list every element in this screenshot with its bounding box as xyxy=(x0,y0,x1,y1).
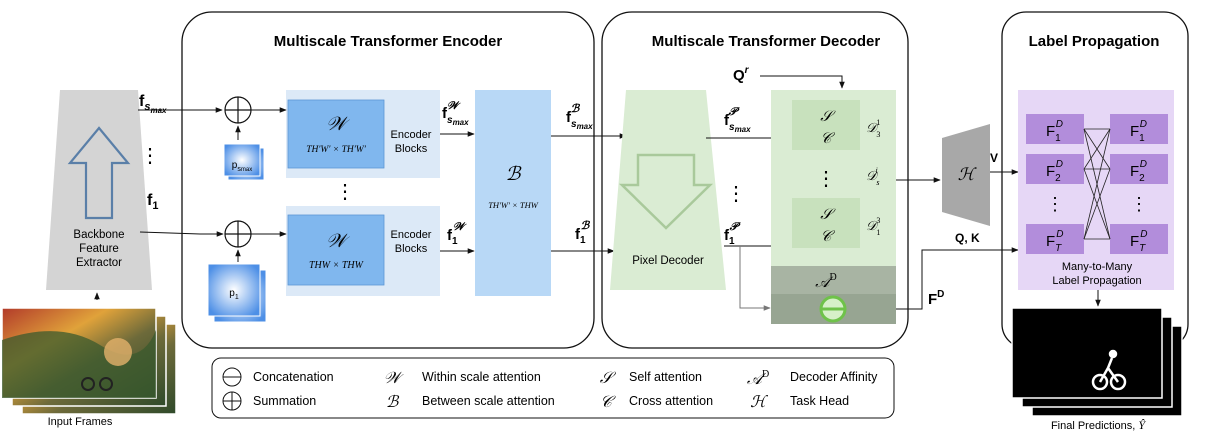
backbone-out-bottom: f1 xyxy=(147,192,158,212)
many-to-many-links xyxy=(1083,128,1111,240)
prop-right-node-1: F1D xyxy=(1110,114,1168,144)
legend-concat-label: Concatenation xyxy=(253,370,334,384)
concat-icon xyxy=(819,295,847,323)
sum-top-icon xyxy=(224,96,252,124)
svg-text:FTD: FTD xyxy=(1046,229,1064,254)
within-scale-attn-bottom xyxy=(287,214,385,286)
prop-left-node-2: F2D xyxy=(1026,154,1084,184)
svg-text:𝒲: 𝒲 xyxy=(326,114,350,135)
qk-label: Q, K xyxy=(955,231,980,245)
final-predictions xyxy=(1011,307,1183,417)
legend-head-symbol: ℋ xyxy=(750,394,768,411)
legend-sum-icon xyxy=(222,391,242,411)
legend-affinity-symbol: 𝒜D xyxy=(747,369,769,388)
input-frames-caption: Input Frames xyxy=(48,416,113,428)
svg-text:Encoder: Encoder xyxy=(391,129,432,141)
backbone-label-3: Extractor xyxy=(76,257,122,269)
backbone-up-arrow-icon xyxy=(67,126,131,220)
v-label: V xyxy=(990,151,998,165)
svg-text:Blocks: Blocks xyxy=(395,243,428,255)
svg-text:Encoder: Encoder xyxy=(391,229,432,241)
svg-text:ℋ: ℋ xyxy=(958,165,978,184)
svg-text:F1D: F1D xyxy=(1046,119,1063,144)
svg-text:FTD: FTD xyxy=(1130,229,1148,254)
decoder-panel-title: Multiscale Transformer Decoder xyxy=(652,33,881,50)
legend-self-label: Self attention xyxy=(629,370,702,384)
svg-text:TH′W′ × TH′W′: TH′W′ × TH′W′ xyxy=(306,145,367,155)
prop-right-node-3: FTD xyxy=(1110,224,1168,254)
svg-text:⋮: ⋮ xyxy=(816,168,836,190)
pixel-decoder-trapezoid xyxy=(610,90,726,290)
pos-encoding-top: psmax xyxy=(223,143,265,181)
legend-box xyxy=(211,357,895,419)
decoder-layer-top-label: 𝒟31 xyxy=(866,118,880,139)
encoder-vdots: ⋮ xyxy=(335,181,355,203)
legend-within-symbol: 𝒲 xyxy=(384,370,405,387)
decoder-layer-bottom xyxy=(792,198,860,248)
encoder-out-bottom: f1𝒲 xyxy=(447,221,468,247)
backbone-out-top: fsmax xyxy=(139,93,167,115)
prop-left-node-3: FTD xyxy=(1026,224,1084,254)
svg-text:⋮: ⋮ xyxy=(1130,194,1148,214)
svg-text:𝒲: 𝒲 xyxy=(326,231,350,252)
backbone-label-1: Backbone xyxy=(73,229,124,241)
backbone-vdots: ⋮ xyxy=(140,145,160,167)
svg-text:F2D: F2D xyxy=(1130,159,1147,184)
pixel-vdots: ⋮ xyxy=(726,183,746,205)
svg-text:F2D: F2D xyxy=(1046,159,1063,184)
pixel-decoder-down-arrow-icon xyxy=(618,153,714,230)
input-frames xyxy=(1,307,177,415)
cyclist-mask-icon xyxy=(1091,349,1127,391)
final-predictions-caption: Final Predictions, Ŷ xyxy=(1051,418,1146,432)
pixel-decoder-label: Pixel Decoder xyxy=(632,255,704,267)
within-scale-attn-top xyxy=(287,99,385,169)
encoder-panel-title: Multiscale Transformer Encoder xyxy=(274,33,503,50)
legend-within-label: Within scale attention xyxy=(422,370,541,384)
svg-text:psmax: psmax xyxy=(232,160,252,173)
sum-bottom-icon xyxy=(224,220,252,248)
svg-text:F1D: F1D xyxy=(1130,119,1147,144)
legend-between-symbol: ℬ xyxy=(386,394,400,411)
svg-text:TH′W′ × THW: TH′W′ × THW xyxy=(488,200,539,210)
backbone-label-2: Feature xyxy=(79,243,119,255)
decoder-out-label: FD xyxy=(928,289,944,308)
legend-between-label: Between scale attention xyxy=(422,394,555,408)
svg-text:p1: p1 xyxy=(229,288,239,301)
task-head-block xyxy=(942,124,990,226)
between-scale-attn-block xyxy=(475,90,551,296)
prop-caption-1: Many-to-Many xyxy=(1062,261,1133,273)
encoder-out-top: fsmax𝒲 xyxy=(442,100,469,127)
b-out-top: fsmaxℬ xyxy=(566,103,593,131)
backbone-trapezoid xyxy=(46,90,152,290)
svg-text:ℬ: ℬ xyxy=(506,164,523,185)
propagation-panel-title: Label Propagation xyxy=(1029,33,1160,50)
prop-right-node-2: F2D xyxy=(1110,154,1168,184)
svg-text:Blocks: Blocks xyxy=(395,143,428,155)
prop-left-node-1: F1D xyxy=(1026,114,1084,144)
query-label: Qr xyxy=(733,65,750,84)
decoder-layer-mid-label: 𝒟si xyxy=(866,166,880,187)
prop-caption-2: Label Propagation xyxy=(1052,275,1141,287)
svg-text:⋮: ⋮ xyxy=(1046,194,1064,214)
b-out-bottom: f1ℬ xyxy=(575,220,591,246)
decoder-layer-top xyxy=(792,100,860,150)
legend-cross-label: Cross attention xyxy=(629,394,713,408)
decoder-affinity-block xyxy=(771,266,896,294)
legend-sum-label: Summation xyxy=(253,394,316,408)
svg-text:THW × THW: THW × THW xyxy=(309,260,365,271)
pos-encoding-bottom: p1 xyxy=(207,263,267,323)
legend-affinity-label: Decoder Affinity xyxy=(790,370,878,384)
legend-head-label: Task Head xyxy=(790,394,849,408)
legend-concat-icon xyxy=(222,367,242,387)
decoder-layer-bottom-label: 𝒟13 xyxy=(866,216,880,237)
